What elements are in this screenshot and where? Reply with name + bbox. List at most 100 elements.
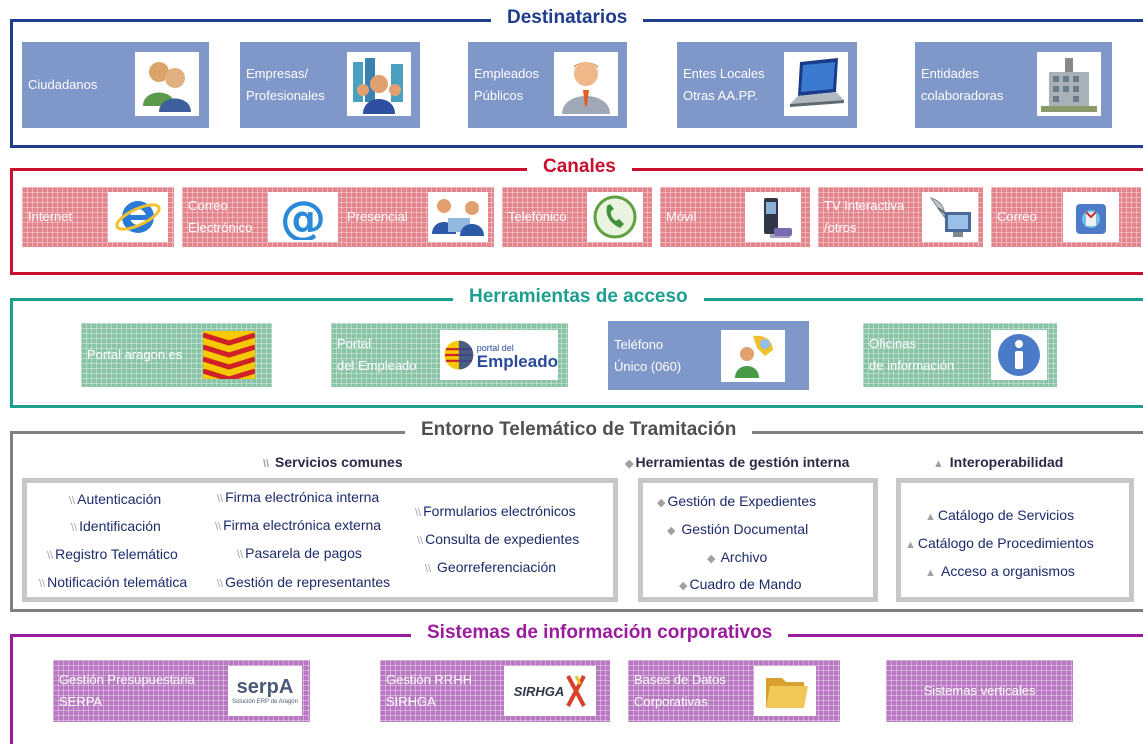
card-label: Empleados bbox=[474, 66, 540, 81]
sistemas-title: Sistemas de información corporativos bbox=[411, 621, 789, 645]
phone-icon bbox=[587, 192, 643, 242]
card-label: Móvil bbox=[666, 209, 697, 224]
card-label: del Empleado bbox=[337, 358, 417, 373]
card-label: TV Interactiva bbox=[824, 198, 905, 213]
card-label: Presencial bbox=[347, 209, 408, 224]
card-label: colaboradoras bbox=[921, 88, 1004, 103]
counter-icon bbox=[428, 192, 488, 242]
list-item[interactable]: \\Notificación telemática bbox=[39, 574, 188, 590]
list-item[interactable]: ◆ Gestión Documental bbox=[667, 521, 809, 537]
svg-text:@: @ bbox=[280, 194, 326, 240]
card-label: Entes Locales bbox=[683, 66, 765, 81]
card-label: Gestión RRHH bbox=[386, 672, 472, 687]
servicios-comunes-box: \\Autenticación \\Identificación \\Regis… bbox=[22, 478, 618, 602]
list-item[interactable]: \\Registro Telemático bbox=[47, 546, 178, 562]
card-label: Electrónico bbox=[188, 220, 253, 235]
serpa-logo-text: serpA bbox=[236, 676, 294, 698]
card-label: Portal bbox=[337, 336, 371, 351]
servicios-comunes-title: \\ Servicios comunes bbox=[263, 454, 403, 470]
card-empresas[interactable]: Empresas/Profesionales bbox=[240, 42, 420, 128]
tv-satellite-icon bbox=[922, 192, 978, 242]
bullet-icon: \\ bbox=[263, 458, 270, 470]
card-label: Telefónico bbox=[508, 209, 567, 224]
card-internet[interactable]: Internet bbox=[22, 187, 174, 247]
serpa-logo: serpA Solución ERP de Aragón bbox=[228, 666, 302, 716]
gestion-interna-box: ◆Gestión de Expedientes ◆ Gestión Docume… bbox=[638, 478, 878, 602]
list-item[interactable]: \\Pasarela de pagos bbox=[237, 545, 362, 561]
card-ciudadanos[interactable]: Ciudadanos bbox=[22, 42, 209, 128]
business-people-icon bbox=[347, 52, 411, 116]
card-label: Otras AA.PP. bbox=[683, 88, 758, 103]
canales-title: Canales bbox=[527, 155, 632, 179]
card-telefonico[interactable]: Telefónico bbox=[502, 187, 652, 247]
laptop-icon bbox=[784, 52, 848, 116]
portal-empleado-logo: portal del Empleado bbox=[440, 330, 558, 380]
card-correo[interactable]: Correo bbox=[991, 187, 1141, 247]
card-label: Sistemas verticales bbox=[923, 683, 1036, 698]
card-entidades[interactable]: Entidades colaboradoras bbox=[915, 42, 1112, 128]
herramientas-title: Herramientas de acceso bbox=[453, 285, 704, 309]
card-label: /otros bbox=[824, 220, 857, 235]
card-label: Único (060) bbox=[614, 358, 682, 374]
list-item[interactable]: ▲Catálogo de Procedimientos bbox=[905, 535, 1094, 551]
interoperabilidad-title: ▲ Interoperabilidad bbox=[933, 454, 1064, 470]
card-label: Corporativas bbox=[634, 694, 708, 709]
card-label: Correo bbox=[997, 209, 1037, 224]
list-item[interactable]: \\ Georreferenciación bbox=[425, 559, 557, 575]
sirhga-logo-text: SIRHGA bbox=[513, 683, 565, 699]
card-sistemas-verticales[interactable]: Sistemas verticales bbox=[886, 660, 1073, 722]
list-item[interactable]: \\Identificación bbox=[71, 518, 161, 534]
list-item[interactable]: ◆Cuadro de Mando bbox=[679, 576, 802, 592]
list-item[interactable]: ▲Catálogo de Servicios bbox=[925, 507, 1075, 523]
folder-icon bbox=[754, 666, 816, 716]
herramientas-section: Herramientas de acceso Portal aragon.es … bbox=[10, 285, 1143, 408]
list-item[interactable]: \\Firma electrónica externa bbox=[215, 517, 382, 533]
list-item[interactable]: \\Gestión de representantes bbox=[217, 574, 391, 590]
card-portal-aragon[interactable]: Portal aragon.es bbox=[81, 323, 272, 387]
mobile-phone-icon bbox=[745, 192, 801, 242]
interoperabilidad-box: ▲Catálogo de Servicios ▲Catálogo de Proc… bbox=[896, 478, 1134, 602]
list-item[interactable]: ◆ Archivo bbox=[707, 549, 768, 565]
info-icon bbox=[991, 330, 1047, 380]
card-label: Teléfono bbox=[614, 336, 664, 352]
destinatarios-title: Destinatarios bbox=[491, 6, 644, 30]
building-icon bbox=[1037, 52, 1101, 116]
sirhga-logo: SIRHGA bbox=[504, 666, 596, 716]
list-item[interactable]: \\Autenticación bbox=[69, 491, 162, 507]
card-portal-empleado[interactable]: Portal del Empleado portal del Empleado bbox=[331, 323, 568, 387]
at-sign-icon: @ bbox=[268, 192, 338, 242]
card-label: Bases de Datos bbox=[634, 672, 726, 687]
list-item[interactable]: \\Firma electrónica interna bbox=[217, 489, 380, 505]
card-label: Empresas/ bbox=[246, 66, 309, 81]
card-label: Portal aragon.es bbox=[87, 347, 183, 362]
card-label: Profesionales bbox=[246, 88, 325, 103]
internet-explorer-icon bbox=[108, 192, 168, 242]
portal-empleado-small: portal del bbox=[476, 343, 514, 353]
mail-icon bbox=[1063, 192, 1119, 242]
bullet-icon: ▲ bbox=[933, 458, 944, 470]
card-tv-interactiva[interactable]: TV Interactiva/otros bbox=[818, 187, 983, 247]
card-label: SERPA bbox=[59, 694, 103, 709]
list-item[interactable]: \\Formularios electrónicos bbox=[415, 503, 576, 519]
list-item[interactable]: \\Consulta de expedientes bbox=[417, 531, 580, 547]
card-label: Entidades bbox=[921, 66, 979, 81]
card-label: Ciudadanos bbox=[28, 77, 98, 92]
list-item[interactable]: ▲ Acceso a organismos bbox=[925, 563, 1075, 579]
card-label: Correo bbox=[188, 198, 228, 213]
portal-empleado-logo-text: Empleado bbox=[476, 352, 558, 371]
users-icon bbox=[135, 52, 199, 116]
card-presencial[interactable]: Presencial bbox=[341, 187, 494, 247]
phone-user-icon bbox=[721, 330, 785, 382]
list-item[interactable]: ◆Gestión de Expedientes bbox=[657, 493, 817, 509]
card-movil[interactable]: Móvil bbox=[660, 187, 810, 247]
gestion-interna-title: ◆Herramientas de gestión interna bbox=[625, 454, 850, 470]
